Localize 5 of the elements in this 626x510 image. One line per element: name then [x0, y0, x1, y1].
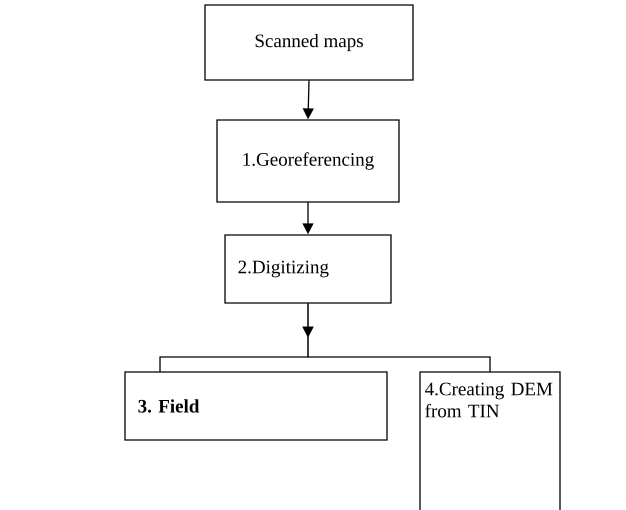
process-box: Scanned maps — [204, 4, 414, 81]
process-box: 4.Creating DEM from TIN — [419, 371, 561, 510]
process-box: 3. Field — [124, 371, 388, 441]
process-box: 1.Georeferencing — [216, 119, 400, 203]
process-box: 2.Digitizing — [224, 234, 392, 304]
